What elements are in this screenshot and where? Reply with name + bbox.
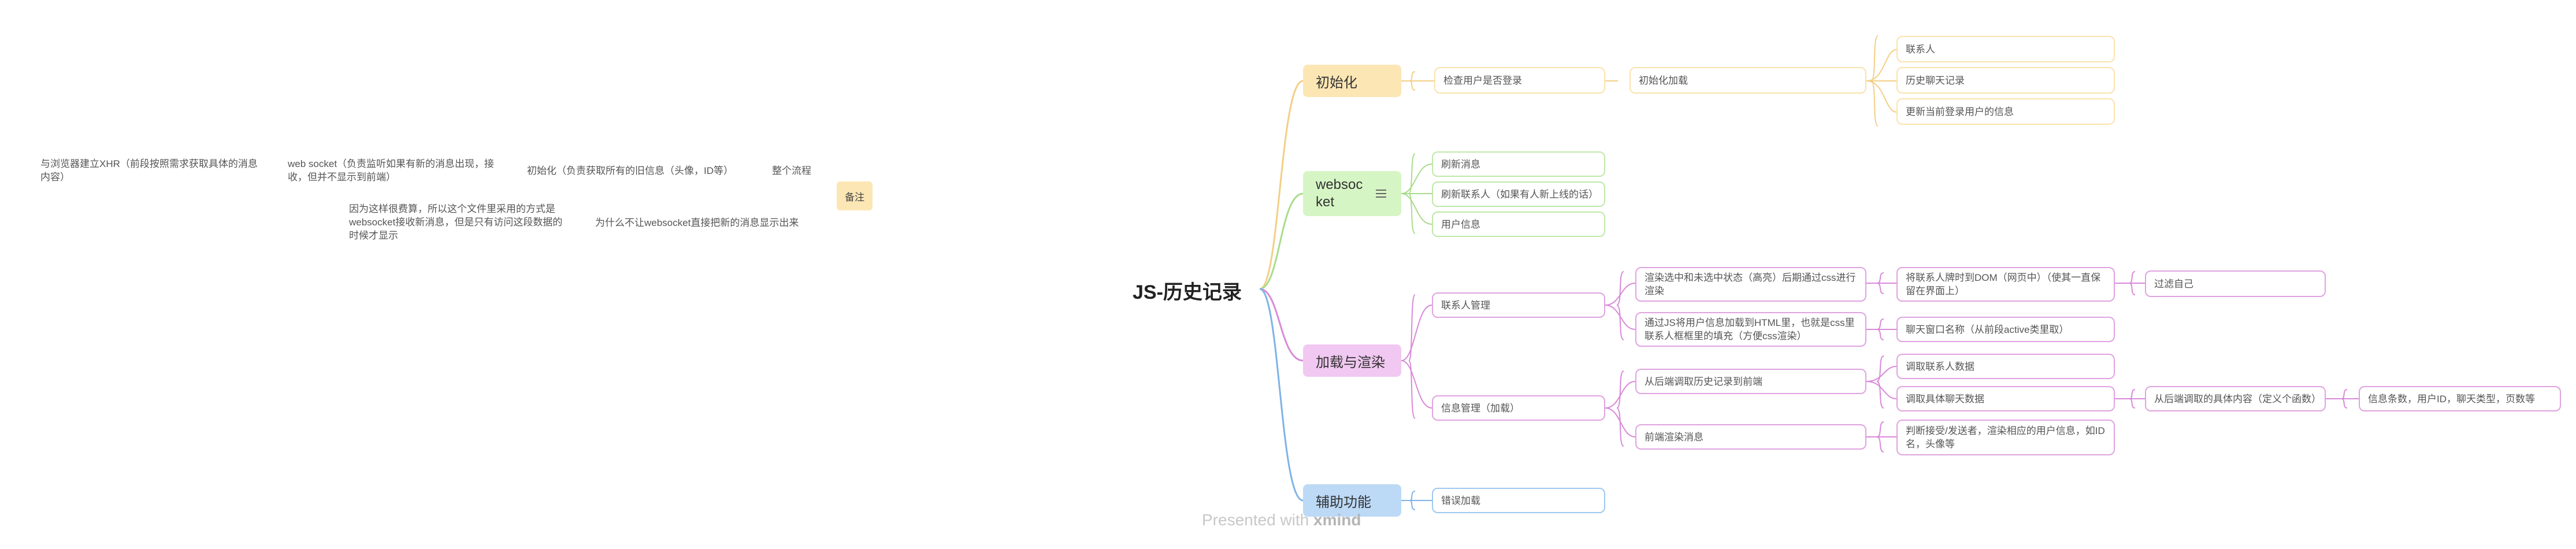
watermark-prefix: Presented with: [1202, 511, 1309, 529]
branch-websocket-label: websocket: [1316, 177, 1363, 210]
note-label[interactable]: 备注: [837, 181, 873, 210]
node-front-render[interactable]: 前端渲染消息: [1635, 424, 1866, 450]
branch-websocket[interactable]: websocket: [1303, 171, 1401, 216]
note-question[interactable]: 为什么不让websocket直接把新的消息显示出来: [595, 217, 799, 228]
node-front-render-detail[interactable]: 判断接受/发送者，渲染相应的用户信息，如ID名，头像等: [1896, 420, 2115, 455]
node-js-html[interactable]: 通过JS将用户信息加载到HTML里，也就是css里联系人框框里的填充（方便css…: [1635, 312, 1866, 347]
note-xhr[interactable]: 与浏览器建立XHR（前段按照需求获取具体的消息内容）: [40, 158, 258, 183]
note-reason[interactable]: 因为这样很费算，所以这个文件里采用的方式是websocket接收新消息，但是只有…: [349, 203, 563, 241]
node-fetch-history[interactable]: 从后端调取历史记录到前端: [1635, 369, 1866, 394]
note-whole-flow[interactable]: 整个流程: [772, 165, 811, 176]
branch-aux[interactable]: 辅助功能: [1303, 484, 1401, 517]
node-init-history[interactable]: 历史聊天记录: [1896, 67, 2115, 94]
node-chat-window-name[interactable]: 聊天窗口名称（从前段active类里取）: [1896, 317, 2115, 342]
node-pin-contacts[interactable]: 将联系人牌时到DOM（网页中）（使其一直保留在界面上）: [1896, 267, 2115, 302]
node-fetch-detail[interactable]: 从后端调取的具体内容（定义个函数）: [2145, 386, 2326, 411]
branch-load-render[interactable]: 加载与渲染: [1303, 344, 1401, 377]
node-fetch-chat[interactable]: 调取具体聊天数据: [1896, 386, 2115, 411]
root-topic[interactable]: JS-历史记录: [1133, 281, 1242, 303]
notes-icon: [1376, 187, 1386, 200]
node-contact-mgmt[interactable]: 联系人管理: [1432, 292, 1605, 318]
node-fetch-detail-fields[interactable]: 信息条数，用户ID，聊天类型，页数等: [2359, 386, 2561, 411]
xmind-logo: xmind: [1313, 511, 1361, 529]
node-init-contacts[interactable]: 联系人: [1896, 36, 2115, 62]
node-init-load[interactable]: 初始化加载: [1630, 67, 1866, 94]
node-render-selected[interactable]: 渲染选中和未选中状态（高亮）后期通过css进行渲染: [1635, 267, 1866, 302]
node-filter-self[interactable]: 过滤自己: [2145, 270, 2326, 297]
node-ws-refresh-contacts[interactable]: 刷新联系人（如果有人新上线的话）: [1432, 181, 1605, 207]
branch-init[interactable]: 初始化: [1303, 65, 1401, 97]
node-ws-refresh-msg[interactable]: 刷新消息: [1432, 151, 1605, 177]
node-error-load[interactable]: 错误加载: [1432, 488, 1605, 513]
node-check-login[interactable]: 检查用户是否登录: [1434, 67, 1605, 94]
note-websocket[interactable]: web socket（负责监听如果有新的消息出现，接收，但并不显示到前端）: [288, 158, 495, 183]
watermark: Presented with xmind: [1202, 511, 1361, 529]
note-init[interactable]: 初始化（负责获取所有的旧信息（头像，ID等）: [527, 165, 733, 176]
node-msg-mgmt[interactable]: 信息管理（加载）: [1432, 395, 1605, 421]
node-ws-user-info[interactable]: 用户信息: [1432, 212, 1605, 237]
node-fetch-contacts[interactable]: 调取联系人数据: [1896, 354, 2115, 379]
node-init-update-user[interactable]: 更新当前登录用户的信息: [1896, 98, 2115, 125]
